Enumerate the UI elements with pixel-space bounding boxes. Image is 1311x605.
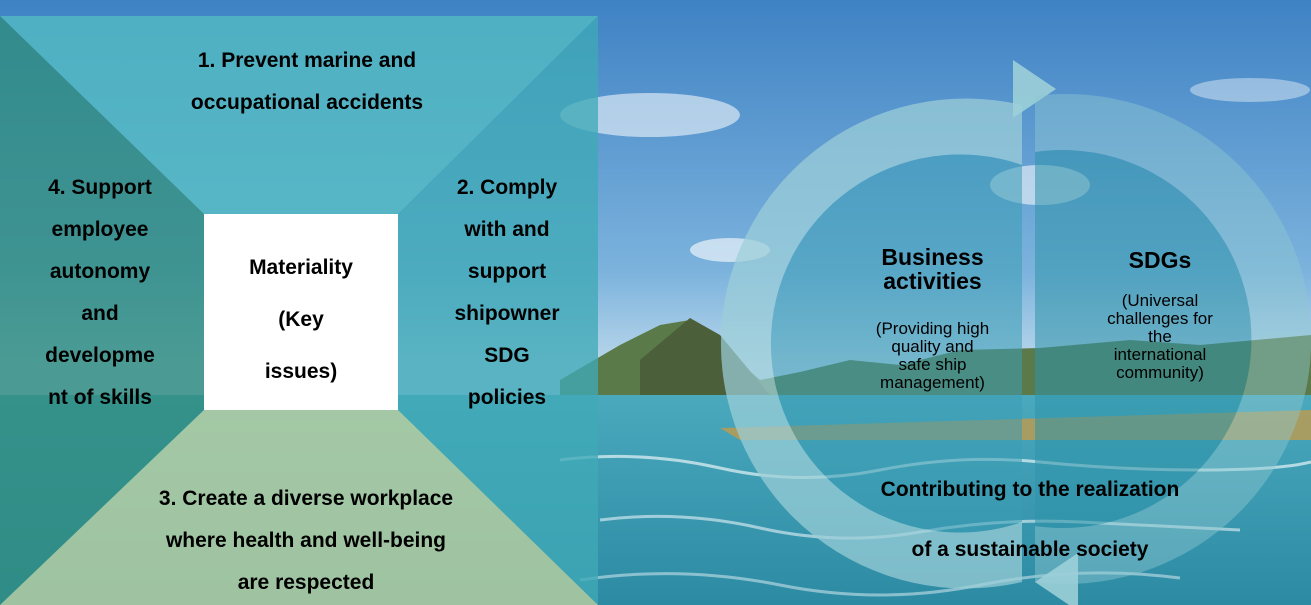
left-cycle-arrow (720, 98, 1022, 589)
center-box (204, 214, 398, 410)
panel-left (0, 16, 204, 605)
panel-right (398, 16, 598, 605)
sdgs-title: SDGs (1128, 247, 1192, 273)
sdgs-subtitle: (Universal challenges for the internatio… (1107, 291, 1213, 382)
panel-top (0, 16, 598, 214)
business-activities-subtitle: (Providing high quality and safe ship ma… (875, 319, 990, 392)
top-arrowhead-icon (1013, 60, 1056, 118)
cloud (560, 93, 740, 137)
issue-2-text: 2. Comply with and support shipowner SDG… (454, 176, 560, 409)
bottom-arrowhead-icon (1035, 553, 1078, 605)
materiality-center-label: Materiality (Key issues) (249, 256, 353, 383)
business-activities-title: Business activities (881, 244, 984, 294)
waves (579, 571, 1181, 597)
issue-3-text: 3. Create a diverse workplace where heal… (158, 487, 454, 594)
cloud (1190, 78, 1310, 102)
issue-4-text: 4. Support employee autonomy and develop… (45, 176, 155, 409)
right-cycle-fill (1035, 150, 1252, 528)
left-cycle-fill (770, 154, 1022, 533)
panel-bottom (0, 410, 598, 605)
right-cycle-arrow (1035, 94, 1311, 584)
issue-1-text: 1. Prevent marine and occupational accid… (190, 49, 424, 114)
sustainable-society-text: Contributing to the realization of a sus… (880, 478, 1180, 561)
